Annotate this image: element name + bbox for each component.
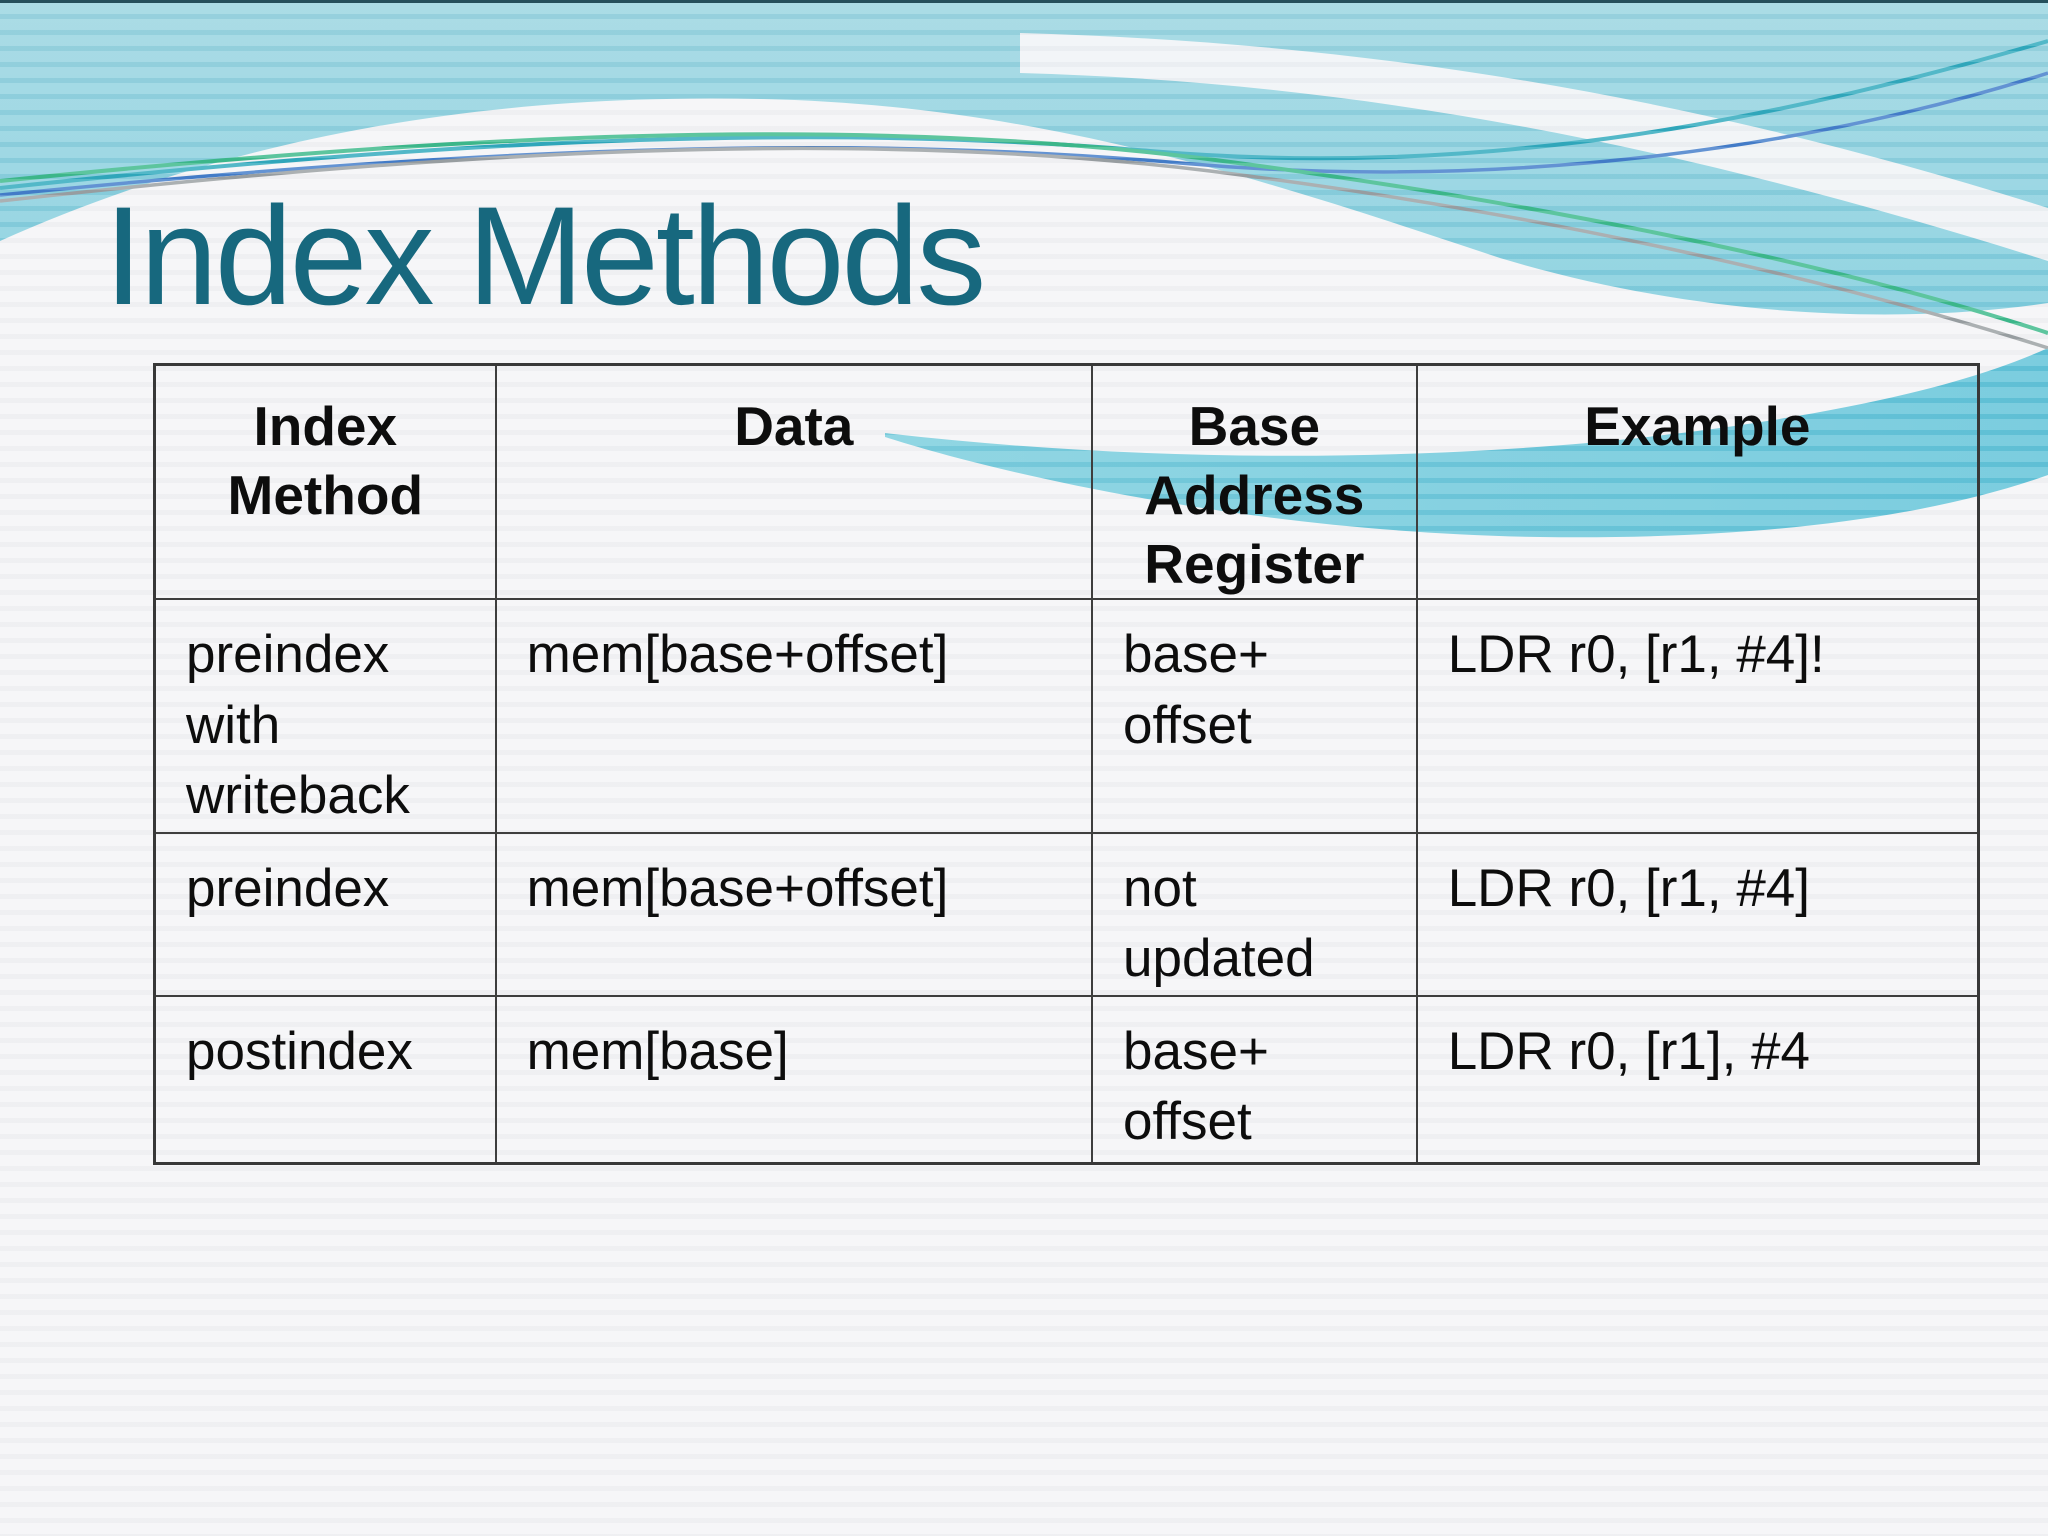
cell-base-address-register: not updated bbox=[1091, 831, 1418, 997]
cell-example: LDR r0, [r1, #4]! bbox=[1415, 598, 1980, 834]
column-header-index-method: Index Method bbox=[153, 363, 497, 601]
column-header-data: Data bbox=[494, 363, 1094, 601]
cell-index-method: preindex bbox=[153, 831, 497, 997]
thin-line-gray bbox=[0, 146, 2048, 350]
cell-example: LDR r0, [r1, #4] bbox=[1415, 831, 1980, 997]
cell-example: LDR r0, [r1], #4 bbox=[1415, 994, 1980, 1165]
table-row: preindex with writeback mem[base+offset]… bbox=[153, 598, 1980, 834]
index-methods-table: Index Method Data Base Address Register … bbox=[153, 363, 1980, 1166]
column-header-example: Example bbox=[1415, 363, 1980, 601]
cell-base-address-register: base+ offset bbox=[1091, 994, 1418, 1165]
thin-line-green bbox=[0, 132, 2048, 335]
white-diagonal-band bbox=[1020, 33, 2048, 261]
table-row: postindex mem[base] base+ offset LDR r0,… bbox=[153, 994, 1980, 1165]
cell-index-method: preindex with writeback bbox=[153, 598, 497, 834]
cell-data: mem[base] bbox=[494, 994, 1094, 1165]
table-row: preindex mem[base+offset] not updated LD… bbox=[153, 831, 1980, 997]
table-header-row: Index Method Data Base Address Register … bbox=[153, 363, 1980, 601]
cell-data: mem[base+offset] bbox=[494, 598, 1094, 834]
page-title: Index Methods bbox=[104, 177, 986, 334]
cell-index-method: postindex bbox=[153, 994, 497, 1165]
column-header-base-address-register: Base Address Register bbox=[1091, 363, 1418, 601]
thin-line-blue bbox=[0, 71, 2048, 197]
cell-base-address-register: base+ offset bbox=[1091, 598, 1418, 834]
cell-data: mem[base+offset] bbox=[494, 831, 1094, 997]
